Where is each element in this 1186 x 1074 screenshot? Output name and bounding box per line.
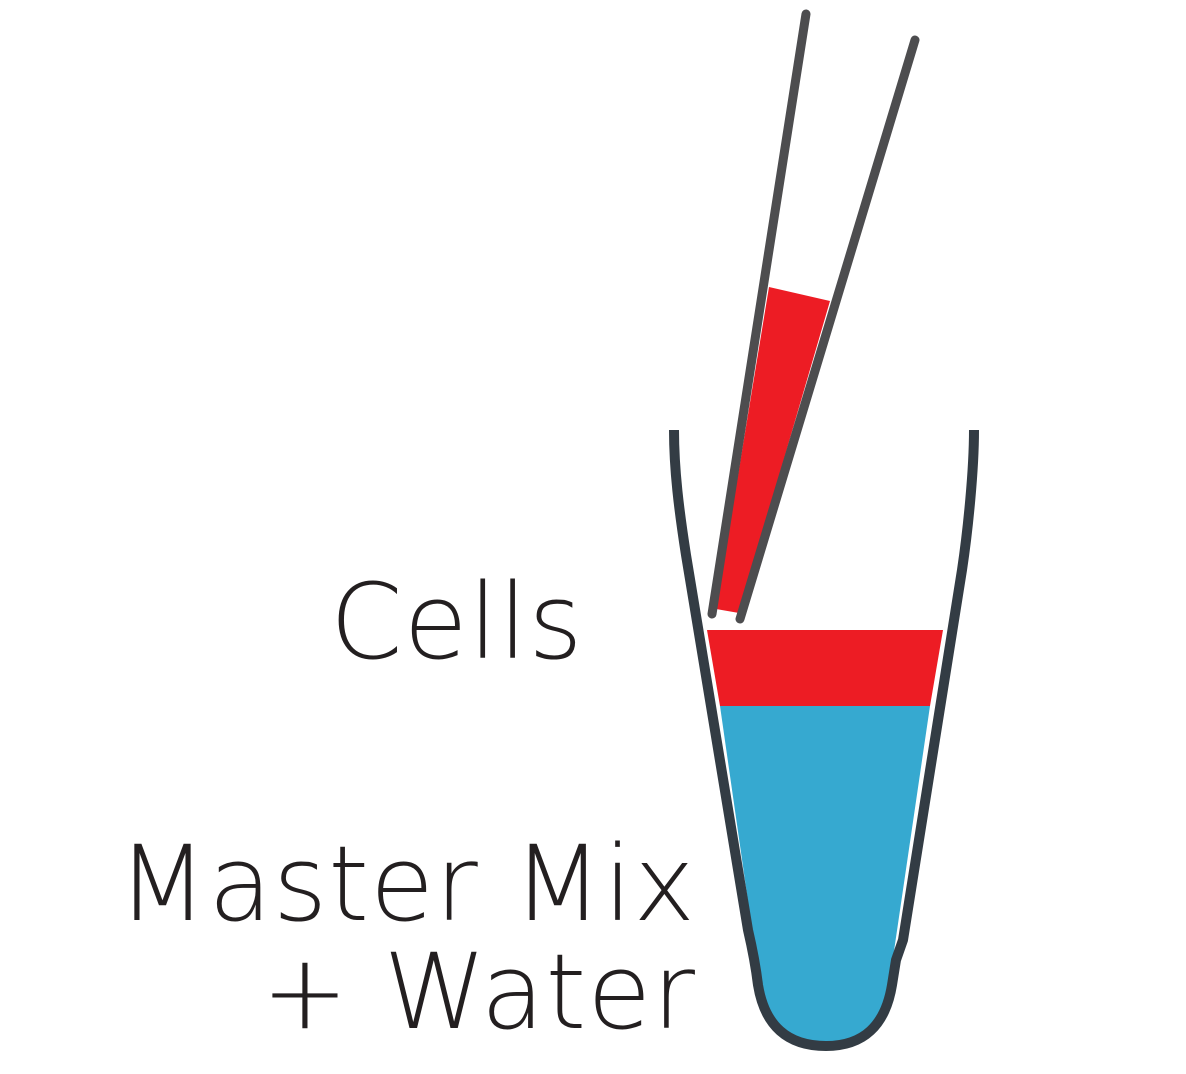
master-mix-label: Master Mix bbox=[118, 823, 696, 945]
cells-in-pipette bbox=[716, 287, 830, 613]
cells-layer-in-tube bbox=[707, 630, 943, 706]
tube-icon bbox=[669, 429, 979, 1051]
pipette-tip-icon bbox=[707, 9, 920, 624]
master-mix-water-layer bbox=[720, 706, 930, 1042]
water-label: + Water bbox=[261, 931, 696, 1053]
cells-label: Cells bbox=[330, 561, 584, 683]
